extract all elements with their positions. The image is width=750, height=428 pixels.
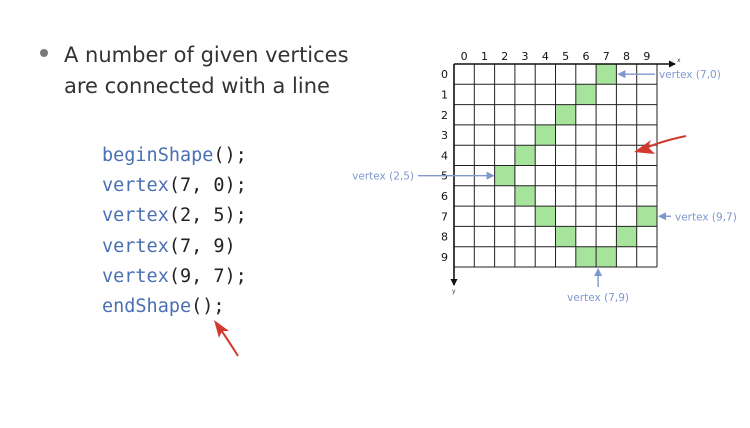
x-tick-label: 8 (623, 50, 630, 63)
filled-cell (616, 226, 637, 247)
code-line: beginShape(); (102, 141, 247, 171)
code-args: (); (191, 295, 225, 317)
callout-label: vertex (9,7) (675, 211, 737, 223)
code-function: vertex (102, 175, 169, 197)
y-tick-label: 7 (441, 210, 448, 223)
code-function: beginShape (102, 145, 214, 166)
callout-label: vertex (7,0) (659, 69, 721, 81)
filled-cell (575, 246, 597, 267)
x-tick-label: 5 (562, 50, 569, 63)
x-tick-label: 7 (603, 50, 610, 63)
code-args: (); (213, 145, 247, 166)
y-tick-label: 2 (441, 109, 448, 122)
code-args: (2, 5); (168, 205, 247, 227)
filled-cell (535, 124, 556, 146)
filled-cell (555, 104, 576, 125)
y-tick-label: 0 (441, 68, 448, 81)
x-tick-label: 3 (522, 50, 529, 63)
code-block: beginShape(); vertex(7, 0); vertex(2, 5)… (102, 141, 247, 322)
callout-label: vertex (2,5) (352, 171, 414, 183)
y-tick-label: 1 (441, 88, 448, 101)
code-line: endShape(); (102, 292, 247, 322)
callout-label: vertex (7,9) (567, 292, 629, 304)
code-line: vertex(9, 7); (102, 262, 247, 292)
filled-cell (535, 206, 556, 227)
x-tick-label: 9 (643, 50, 650, 63)
y-tick-label: 8 (441, 231, 448, 244)
filled-cell (494, 165, 515, 186)
code-line: vertex(7, 0); (102, 171, 247, 201)
x-tick-label: 6 (582, 50, 589, 63)
code-args: (9, 7); (168, 265, 247, 287)
code-line: vertex(2, 5); (102, 201, 247, 231)
x-tick-label: 0 (461, 50, 468, 63)
code-function: vertex (102, 235, 169, 257)
code-function: endShape (102, 295, 192, 317)
filled-cell (596, 64, 617, 85)
y-tick-label: 3 (441, 129, 448, 142)
x-tick-label: 1 (481, 50, 488, 63)
code-function: vertex (102, 205, 169, 227)
y-tick-label: 9 (441, 251, 448, 264)
x-tick-label: 4 (542, 50, 549, 63)
code-line: vertex(7, 9) (102, 232, 247, 262)
code-function: vertex (102, 265, 169, 287)
filled-cell (636, 206, 657, 227)
x-tick-label: 2 (501, 50, 508, 63)
filled-cell (555, 226, 576, 247)
y-tick-label: 6 (441, 190, 448, 203)
code-args: (7, 0); (168, 175, 247, 197)
code-args: (7, 9) (168, 235, 236, 257)
bullet-text: A number of given vertices are connected… (64, 43, 349, 98)
filled-cell (514, 145, 536, 166)
y-tick-label: 4 (441, 149, 448, 162)
filled-cell (575, 84, 597, 105)
filled-cell (514, 185, 536, 207)
red-arrow-icon (214, 320, 239, 357)
red-arrow-icon (634, 135, 687, 154)
x-axis-label: x (677, 57, 681, 64)
filled-cell (596, 246, 617, 267)
bullet-dot (40, 49, 48, 57)
y-axis-label: y (452, 288, 456, 295)
